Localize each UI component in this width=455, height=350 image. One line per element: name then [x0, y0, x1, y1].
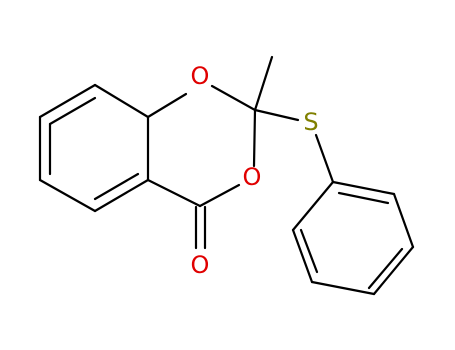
bond-phenyl-3	[372, 245, 415, 296]
atom-label-s-thio: S	[303, 108, 318, 136]
benzo-ring	[38, 83, 150, 213]
heteroatom-labels: O O O S	[191, 62, 319, 279]
bond-benzo-5	[38, 178, 97, 213]
atom-label-o-ring-top: O	[191, 62, 210, 90]
atom-label-o-carbonyl: O	[191, 251, 210, 279]
bond-methyl	[253, 55, 274, 112]
bond-benzo-inner-a	[48, 96, 97, 126]
bond-o1-c2	[210, 84, 257, 112]
bond-c2-o3	[252, 108, 257, 168]
bond-phenyl-6	[291, 180, 335, 232]
bond-phenyl-inner-c	[299, 228, 319, 274]
atom-label-o-ring-bottom: O	[243, 163, 262, 191]
bond-c2-s	[253, 108, 300, 122]
bond-s-phenyl	[314, 133, 335, 184]
carbonyl-group	[194, 205, 207, 250]
dioxinone-ring	[146, 84, 257, 208]
bond-benzo-inner-b	[93, 172, 140, 201]
bond-benzo-4	[93, 178, 150, 213]
bond-phenyl-4	[310, 280, 376, 296]
bond-phenyl-inner-b	[367, 247, 404, 290]
bond-phenyl-2	[392, 192, 415, 249]
bond-phenyl-inner-a	[337, 191, 390, 205]
bond-c4-c4a	[146, 178, 202, 208]
bond-c8a-o1	[146, 92, 188, 119]
bond-o3-c4	[198, 183, 241, 208]
bond-benzo-2	[93, 83, 150, 119]
phenyl-ring	[291, 180, 415, 296]
bond-phenyl-1	[331, 180, 396, 196]
bond-benzo-1	[38, 83, 97, 119]
substituents	[253, 55, 335, 184]
bond-phenyl-5	[291, 228, 314, 284]
